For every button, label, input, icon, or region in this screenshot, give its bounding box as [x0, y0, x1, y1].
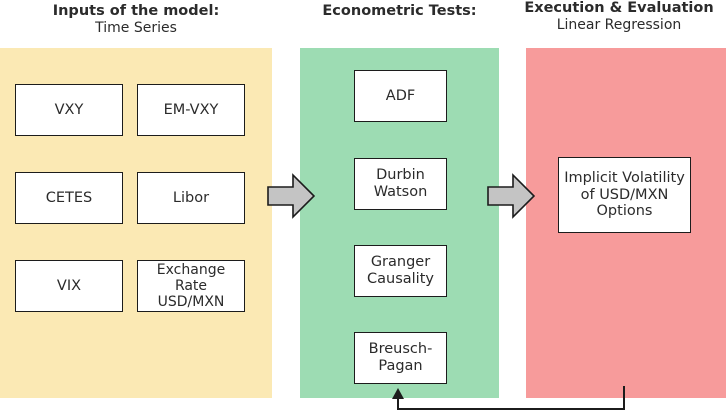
node-adf[interactable]: ADF: [354, 70, 447, 122]
node-vxy[interactable]: VXY: [15, 84, 123, 136]
column-title-tests: Econometric Tests:: [322, 3, 477, 19]
column-title-execution: Execution & Evaluation: [524, 0, 714, 16]
feedback-arrow-icon-execution-to-tests: [392, 386, 625, 410]
node-vix[interactable]: VIX: [15, 260, 123, 312]
node-durbin-watson[interactable]: Durbin Watson: [354, 158, 447, 210]
column-subtitle-execution: Linear Regression: [556, 17, 682, 34]
column-header-tests: Econometric Tests:: [300, 2, 499, 20]
block-arrow-right-icon-tests-to-execution: [487, 173, 535, 219]
column-header-inputs: Inputs of the model: Time Series: [0, 2, 272, 38]
node-em-vxy[interactable]: EM-VXY: [137, 84, 245, 136]
block-arrow-right-icon-inputs-to-tests: [267, 173, 315, 219]
column-title-inputs: Inputs of the model:: [52, 3, 220, 19]
node-libor[interactable]: Libor: [137, 172, 245, 224]
column-header-execution: Execution & Evaluation Linear Regression: [512, 0, 726, 35]
node-breusch-pagan[interactable]: Breusch- Pagan: [354, 332, 447, 384]
node-granger-causality[interactable]: Granger Causality: [354, 245, 447, 297]
node-cetes[interactable]: CETES: [15, 172, 123, 224]
column-subtitle-inputs: Time Series: [95, 20, 177, 37]
node-exchange-rate-usd-mxn[interactable]: Exchange Rate USD/MXN: [137, 260, 245, 312]
node-implicit-volatility-usd-mxn-options[interactable]: Implicit Volatility of USD/MXN Options: [558, 157, 691, 233]
